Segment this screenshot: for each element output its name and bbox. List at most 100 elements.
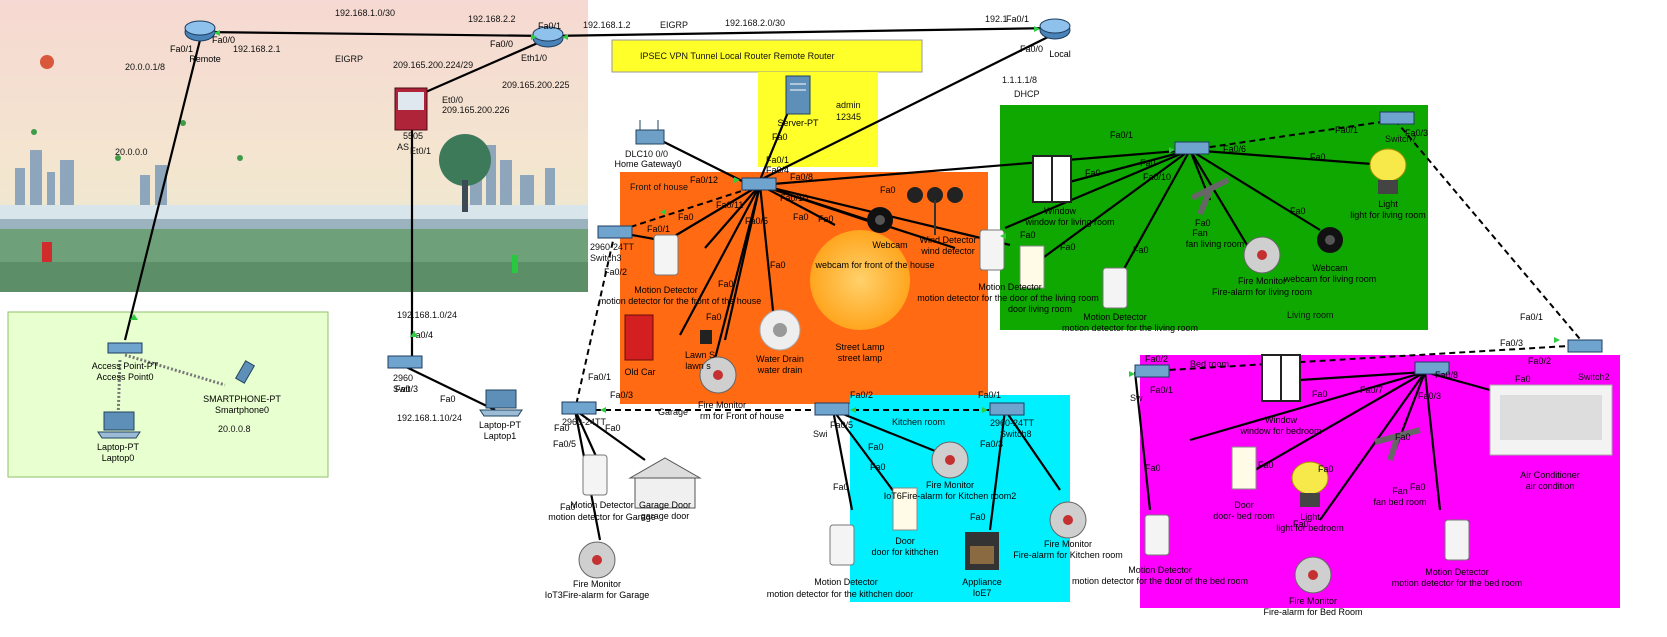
label-md-garage-type: Motion Detector [570,500,634,510]
port-label: Fa0 [1410,482,1426,492]
port-label: Fa0 [793,212,809,222]
port-label: Fa0 [880,185,896,195]
switch-garage-icon[interactable] [561,401,597,415]
area-front-house: Front of house [630,182,688,192]
label-md-front: motion detector for the front of the hou… [599,296,762,306]
garage-door-icon[interactable] [628,457,702,509]
label-md-bed: motion detector for the bed room [1392,578,1523,588]
port-label: Fa0/1 [1520,312,1543,322]
port-label: Fa0/7 [1360,385,1383,395]
switch-living-icon[interactable] [1174,141,1210,155]
label-street-lamp-type: Street Lamp [835,342,884,352]
switch-bed-icon[interactable] [1414,361,1450,375]
switch-bed-left-icon[interactable] [1134,364,1170,378]
port-label: Fa0 [1140,158,1156,168]
home-gateway-icon[interactable] [635,120,665,145]
port-label: Fa0/3 [980,439,1003,449]
motion-detector-front-icon[interactable] [653,234,679,276]
switch-kitchen-icon[interactable] [814,402,850,416]
webcam-living-icon[interactable] [1317,227,1343,253]
laptop1-icon[interactable] [479,389,523,417]
appliance-icon[interactable] [965,532,999,570]
label-smartphone: Smartphone0 [215,405,269,415]
switch7-icon[interactable] [1379,111,1415,125]
port-status-markers [130,26,1560,413]
port-label: Fa0 [1133,245,1149,255]
iot-devices [578,148,1613,594]
port-label: Fa0/1 [1110,130,1133,140]
label-door-bed: door- bed room [1213,511,1275,521]
motion-detector-living-door-icon[interactable] [979,229,1005,271]
door-bed-icon[interactable] [1231,446,1257,490]
label-window-bed-type: Window [1265,415,1298,425]
label-door-living: door living room [1008,304,1072,314]
motion-detector-living-icon[interactable] [1102,267,1128,309]
label-fire-kitchen2-type: Fire Monitor [1044,539,1092,549]
motion-detector-bed-door-icon[interactable] [1144,514,1170,556]
label-switch-garage: 2960-24TT [562,417,607,427]
old-car-icon[interactable] [624,314,654,361]
label-switch3: Switch3 [590,253,622,263]
fan-living-icon[interactable] [1190,177,1230,216]
label-laptop0-type: Laptop-PT [97,442,140,452]
door-kitchen-icon[interactable] [892,487,918,531]
port-label: Fa0 [605,423,621,433]
access-point-icon[interactable] [107,342,143,354]
water-drain-icon[interactable] [759,309,801,351]
label-webcam-living: webcam for living room [1283,274,1377,284]
laptop0-icon[interactable] [97,411,141,439]
switch3-icon[interactable] [597,225,633,239]
label-fire-kitchen1: IoT6Fire-alarm for Kitchen room2 [884,491,1017,501]
label-md-garage: motion detector for Garage [548,512,656,522]
motion-detector-kitchen-icon[interactable] [829,524,855,566]
door-living-icon[interactable] [1019,245,1045,289]
port-label: Fa0/12 [690,175,718,185]
switch-lan-icon[interactable] [387,355,423,369]
net-label: admin [836,100,861,110]
webcam-front-icon[interactable] [867,207,893,233]
light-bed-icon[interactable] [1291,461,1329,507]
light-living-icon[interactable] [1369,148,1407,194]
living-room-zone [1000,105,1428,330]
net-label: 192.168.2.1 [233,44,281,54]
fan-bed-icon[interactable] [1374,427,1421,461]
hydrant-icon [42,242,52,262]
label-switch-kitchen: Swi [813,429,828,439]
label-ac: air condition [1526,481,1575,491]
switch2-icon[interactable] [1567,339,1603,353]
port-label: Fa0/1 [170,44,193,54]
motion-detector-bed-icon[interactable] [1444,519,1470,561]
switch8-icon[interactable] [989,402,1025,416]
port-label: Fa0 [1060,242,1076,252]
wind-detector-icon[interactable] [907,187,963,235]
label-fire-front: rm for Front of house [700,411,784,421]
router-isp-icon[interactable] [532,26,564,48]
label-fire-living: Fire-alarm for living room [1212,287,1312,297]
crossover-links [574,119,1586,411]
smartphone-icon[interactable] [234,360,256,384]
asa-firewall-icon[interactable] [394,87,428,131]
switch-front-icon[interactable] [741,177,777,191]
label-laptop1-type: Laptop-PT [479,420,522,430]
air-conditioner-icon[interactable] [1489,384,1613,456]
label-ac-type: Air Conditioner [1520,470,1580,480]
link-remote-ap [123,39,202,341]
lawn-sprinkler-icon[interactable] [700,330,712,344]
label-server: Server-PT [777,118,819,128]
label-access-point: Access Point0 [96,372,153,382]
net-label: Et0/1 [410,146,431,156]
port-label: Fa0/4 [410,330,433,340]
port-label: Fa0 [833,482,849,492]
label-switch: Swit [393,384,411,394]
label-fire-garage: IoT3Fire-alarm for Garage [545,590,650,600]
vpn-banner-box [611,39,923,73]
port-label: Fa0 [868,442,884,452]
label-door-bed-type: Door [1234,500,1254,510]
router-remote-icon[interactable] [184,20,216,42]
router-local-icon[interactable] [1039,18,1071,40]
port-label: Fa0/1 [588,372,611,382]
motion-detector-garage-icon[interactable] [582,454,608,496]
label-fan-living-type: Fan [1192,228,1208,238]
server-icon[interactable] [785,75,811,115]
